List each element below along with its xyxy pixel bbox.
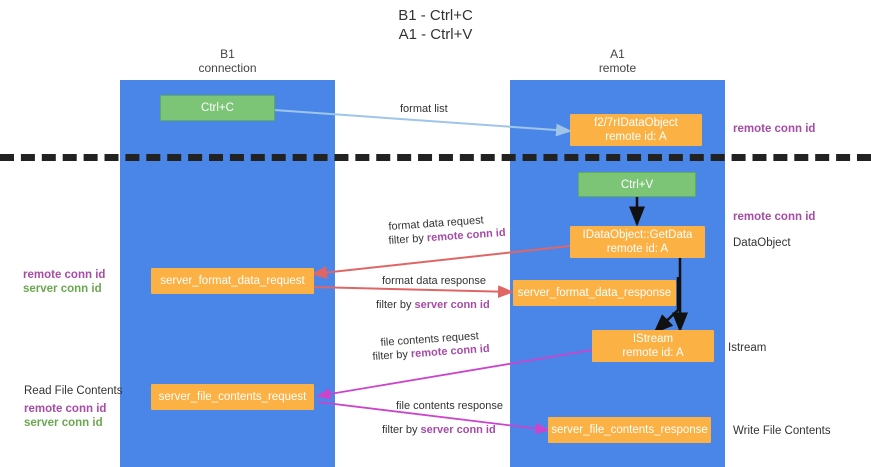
filter-prefix: filter by: [382, 424, 421, 436]
box-idataobject[interactable]: f2/7rIDataObject remote id: A: [570, 114, 702, 146]
box-server-file-contents-response[interactable]: server_file_contents_response: [548, 417, 711, 443]
filter-prefix: filter by: [388, 232, 428, 247]
filter-prefix: filter by: [376, 299, 415, 311]
diagram-title: B1 - Ctrl+C A1 - Ctrl+V: [398, 7, 473, 43]
annotation-left-server-conn-id: server conn id: [23, 283, 102, 295]
box-istream[interactable]: IStream remote id: A: [592, 330, 714, 362]
filter-prefix: filter by: [372, 348, 412, 363]
edge-label-format-data-response: format data response: [382, 275, 486, 287]
annotation-write-file-contents: Write File Contents: [733, 425, 831, 437]
lane-heading-b1: B1 connection: [198, 47, 257, 75]
arrow-file-contents-response: [317, 401, 550, 435]
box-server-format-data-response[interactable]: server_format_data_response: [513, 280, 676, 306]
annotation-remote-conn-id-mid: remote conn id: [733, 211, 816, 223]
box-server-file-contents-request[interactable]: server_file_contents_request: [151, 384, 314, 410]
edge-label-file-contents-response: file contents response: [396, 400, 504, 412]
box-server-format-data-request[interactable]: server_format_data_request: [151, 268, 314, 294]
arrow-response-to-istream: [653, 277, 680, 334]
phase-divider: [0, 154, 871, 161]
annotation-left-remote-conn-id-2: remote conn id: [24, 403, 107, 415]
edge-label-format-list: format list: [400, 103, 448, 115]
arrow-format-data-response: [312, 285, 514, 299]
arrow-format-list: [273, 109, 572, 137]
lane-heading-a1: A1 remote: [598, 47, 637, 75]
arrow-format-data-request: [311, 245, 571, 279]
filter-key-server-conn-id: server conn id: [414, 299, 490, 311]
annotation-left-server-conn-id-2: server conn id: [24, 417, 103, 429]
annotation-read-file-contents: Read File Contents: [24, 385, 123, 397]
filter-key-server-conn-id: server conn id: [420, 424, 496, 436]
annotation-remote-conn-id-top: remote conn id: [733, 123, 816, 135]
annotation-dataobject: DataObject: [733, 237, 791, 249]
edge-label-format-data-response-filter: filter by server conn id: [376, 298, 490, 312]
box-ctrl-v[interactable]: Ctrl+V: [578, 172, 696, 197]
box-idataobject-getdata[interactable]: IDataObject::GetData remote id: A: [570, 226, 705, 258]
arrow-file-contents-request: [316, 349, 593, 400]
edge-label-file-contents-response-filter: filter by server conn id: [382, 423, 496, 437]
annotation-istream: Istream: [728, 342, 767, 354]
annotation-left-remote-conn-id: remote conn id: [23, 269, 106, 281]
box-ctrl-c[interactable]: Ctrl+C: [160, 95, 275, 121]
